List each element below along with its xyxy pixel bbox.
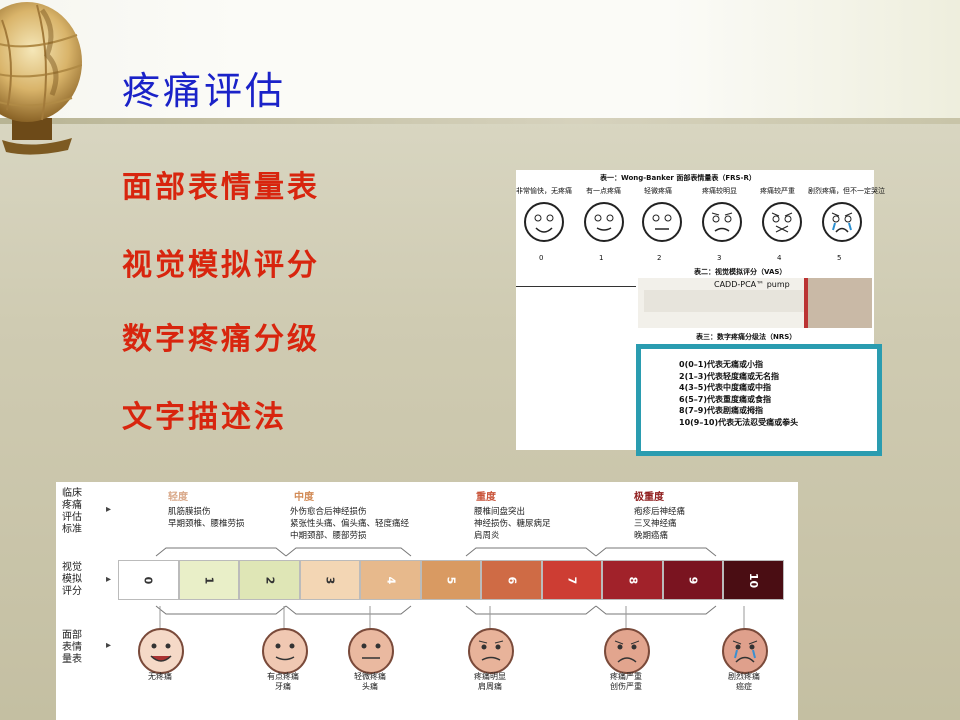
face-label-5: 剧烈疼痛癌症 (728, 672, 760, 691)
face-label-1: 有点疼痛牙痛 (267, 672, 299, 691)
scale-number: 7 (565, 576, 579, 584)
face-obvious-pain-icon (468, 628, 514, 674)
face-caption-2: 轻微疼痛 (644, 187, 672, 195)
row-label-clinical: 临床疼痛评估标准 (62, 488, 82, 535)
face-number-5: 5 (837, 254, 842, 262)
nrs-line: 0(0–1)代表无痛或小指 (679, 360, 764, 369)
pain-assessment-chart: 临床疼痛评估标准 视觉模拟评分 面部表情量表 ▸ ▸ ▸ 轻度 肌筋膜损伤早期颈… (56, 482, 798, 720)
table3-title: 表三：数字疼痛分级法（NRS） (696, 333, 797, 341)
nrs-line: 4(3–5)代表中度痛或中指 (679, 383, 772, 392)
scale-number: 9 (686, 576, 700, 584)
vas-marker (804, 278, 808, 328)
face-crying-icon (822, 202, 862, 242)
face-number-3: 3 (717, 254, 722, 262)
face-caption-5: 剧烈疼痛，但不一定哭泣 (808, 187, 885, 195)
page-title: 疼痛评估 (122, 69, 287, 113)
face-label-4: 疼痛严重创伤严重 (610, 672, 642, 691)
nrs-line: 6(5–7)代表重度痛或食指 (679, 394, 772, 404)
scale-number: 5 (444, 576, 458, 584)
face-number-0: 0 (539, 254, 544, 262)
face-slight-icon (584, 202, 624, 242)
scale-cell-1: 1 (178, 560, 240, 600)
bullet-vas: 视觉模拟评分 (122, 248, 320, 283)
face-severe-pain-icon (604, 628, 650, 674)
table2-title: 表二：视觉模拟评分（VAS） (694, 268, 787, 276)
vas-scale-bar: 0 1 2 3 4 5 6 7 8 9 10 (118, 560, 784, 600)
scale-cell-0: 0 (118, 560, 179, 600)
pain-scales-figure: 表一：Wong-Banker 面部表情量表（FRS-R） 非常愉快，无疼痛 有一… (516, 170, 885, 456)
scale-cell-7: 7 (541, 560, 603, 600)
header-band (0, 0, 960, 122)
scale-number: 0 (141, 576, 155, 584)
bracket-lines (155, 547, 745, 630)
face-mild-pain-icon (348, 628, 394, 674)
row-label-faces: 面部表情量表 (62, 630, 82, 665)
face-label-3: 疼痛明显肩周痛 (474, 672, 506, 691)
level-extreme-desc: 疱疹后神经痛三叉神经痛晚期癌痛 (634, 507, 686, 541)
vas-ruler: CADD-PCA™ pump (638, 278, 872, 328)
face-extreme-pain-icon (722, 628, 768, 674)
scale-cell-5: 5 (420, 560, 482, 600)
face-caption-3: 疼痛较明显 (702, 187, 737, 195)
vas-device-label: CADD-PCA™ pump (714, 280, 790, 289)
face-caption-1: 有一点疼痛 (586, 187, 621, 195)
face-some-pain-icon (262, 628, 308, 674)
scale-cell-8: 8 (602, 560, 663, 600)
level-mild: 轻度 (168, 492, 188, 503)
face-label-2: 轻微疼痛头痛 (354, 672, 386, 691)
nrs-line: 2(1–3)代表轻度痛或无名指 (679, 371, 780, 381)
face-severe-icon (762, 202, 802, 242)
nrs-box: 0(0–1)代表无痛或小指 2(1–3)代表轻度痛或无名指 4(3–5)代表中度… (636, 344, 882, 456)
scale-cell-2: 2 (239, 560, 300, 600)
scale-cell-9: 9 (662, 560, 724, 600)
scale-number: 10 (747, 572, 761, 588)
bullet-verbal: 文字描述法 (122, 400, 287, 435)
scale-number: 6 (505, 576, 519, 584)
scale-number: 8 (626, 576, 640, 584)
divider (516, 286, 636, 287)
face-number-4: 4 (777, 254, 782, 262)
level-severe: 重度 (476, 492, 496, 503)
table1-title: 表一：Wong-Banker 面部表情量表（FRS-R） (600, 174, 756, 182)
arrow-icon: ▸ (106, 574, 112, 585)
vas-slider (808, 278, 872, 328)
face-number-2: 2 (657, 254, 662, 262)
face-number-1: 1 (599, 254, 604, 262)
face-row: 非常愉快，无疼痛 有一点疼痛 轻微疼痛 疼痛较明显 疼痛较严重 剧烈疼痛，但不一… (516, 170, 885, 270)
globe-icon (0, 2, 82, 155)
face-caption-0: 非常愉快，无疼痛 (516, 187, 572, 195)
scale-cell-10: 10 (723, 560, 784, 600)
arrow-icon: ▸ (106, 640, 112, 651)
bullet-face-scale: 面部表情量表 (122, 170, 320, 205)
scale-number: 4 (383, 576, 397, 584)
arrow-icon: ▸ (106, 504, 112, 515)
level-severe-desc: 腰椎间盘突出神经损伤、糖尿病足肩周炎 (474, 507, 551, 541)
scale-cell-4: 4 (360, 560, 421, 600)
face-no-pain-icon (138, 628, 184, 674)
level-moderate-desc: 外伤愈合后神经损伤紧张性头痛、偏头痛、轻度痛经中期颈部、腰部劳损 (290, 507, 410, 541)
level-moderate: 中度 (294, 492, 314, 503)
level-extreme: 极重度 (634, 492, 664, 503)
scale-number: 3 (323, 576, 337, 584)
nrs-line: 10(9–10)代表无法忍受痛或拳头 (679, 417, 799, 427)
level-mild-desc: 肌筋膜损伤早期颈椎、腰椎劳损 (168, 507, 245, 529)
face-caption-4: 疼痛较严重 (760, 187, 795, 195)
face-moderate-icon (702, 202, 742, 242)
face-happy-icon (524, 202, 564, 242)
face-label-0: 无疼痛 (148, 672, 172, 681)
scale-number: 1 (202, 576, 216, 584)
nrs-line: 8(7–9)代表剧痛或拇指 (679, 406, 764, 415)
bullet-nrs: 数字疼痛分级 (122, 322, 320, 357)
header-divider (0, 118, 960, 124)
scale-number: 2 (262, 576, 276, 584)
scale-cell-3: 3 (299, 560, 361, 600)
row-label-vas: 视觉模拟评分 (62, 562, 82, 597)
face-mild-icon (642, 202, 682, 242)
scale-cell-6: 6 (481, 560, 542, 600)
